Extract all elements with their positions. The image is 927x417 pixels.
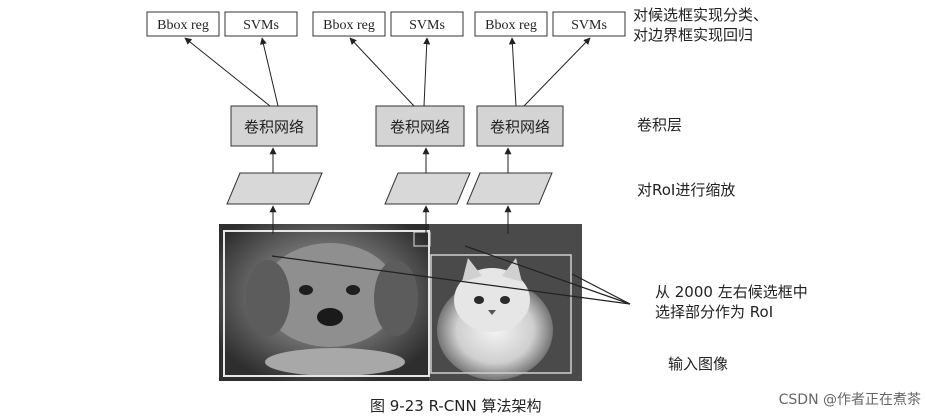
input-image-label: 输入图像 (668, 355, 729, 373)
dog-ear-right (374, 260, 418, 336)
roi-warp-3 (466, 172, 553, 205)
dog-paws (265, 348, 405, 376)
arrow (349, 37, 415, 107)
proposal-box-small (413, 231, 431, 247)
dog-eye-right (346, 285, 360, 295)
conv-to-head-arrows (184, 37, 591, 107)
bbox-reg-box (312, 11, 386, 37)
proposal-box-dog (223, 230, 430, 377)
pointer-line (464, 245, 631, 305)
proposal-box-cat (430, 254, 572, 374)
dog-eye-left (299, 285, 313, 295)
dog-ear-left (246, 260, 290, 336)
classify-annotation: 对候选框实现分类、 对边界框实现回归 (633, 5, 768, 45)
head-group-3: Bbox reg SVMs (474, 11, 626, 37)
image-to-roi-arrows (269, 205, 512, 234)
convnet-label: 卷积网络 (244, 118, 304, 136)
cat-eye-right (500, 296, 510, 304)
bbox-reg-box (146, 11, 220, 37)
classify-line-1: 对候选框实现分类、 (633, 6, 769, 24)
head-group-1: Bbox reg SVMs (146, 11, 298, 37)
cat-head (454, 268, 530, 332)
svms-label: SVMs (243, 18, 279, 33)
head-group-2: Bbox reg SVMs (312, 11, 464, 37)
input-image (219, 224, 582, 381)
roi-warp-1 (226, 172, 323, 205)
convnet-2: 卷积网络 (375, 105, 465, 147)
select-line-2: 选择部分作为 RoI (655, 303, 774, 321)
convnet-3: 卷积网络 (476, 105, 564, 147)
roi-warp-2 (384, 172, 471, 205)
convnet-box (375, 105, 465, 147)
bbox-reg-box (474, 11, 548, 37)
dog-head (262, 243, 398, 347)
select-annotation: 从 2000 左右候选框中 选择部分作为 RoI (655, 282, 808, 322)
convnet-label: 卷积网络 (490, 118, 550, 136)
roi-to-conv-arrows (269, 147, 512, 173)
arrow (523, 37, 591, 107)
convnet-label: 卷积网络 (390, 118, 450, 136)
pointer-line (571, 273, 631, 305)
figure-caption: 图 9-23 R-CNN 算法架构 (370, 397, 542, 415)
cat-ear-left (462, 258, 482, 282)
dog-nose (317, 308, 343, 326)
classify-line-2: 对边界框实现回归 (633, 26, 754, 44)
conv-layer-label: 卷积层 (637, 116, 683, 134)
arrow (184, 37, 271, 107)
convnet-box (230, 105, 318, 147)
svms-label: SVMs (409, 18, 445, 33)
bbox-reg-label: Bbox reg (157, 18, 209, 33)
convnet-1: 卷积网络 (230, 105, 318, 147)
svms-box (224, 11, 298, 37)
watermark: CSDN @作者正在煮茶 (778, 392, 921, 408)
svms-label: SVMs (571, 18, 607, 33)
bbox-reg-label: Bbox reg (323, 18, 375, 33)
pointer-line (271, 255, 631, 305)
bbox-reg-label: Bbox reg (485, 18, 537, 33)
cat-eye-left (474, 296, 484, 304)
proposal-pointer-lines (271, 245, 631, 305)
convnet-box (476, 105, 564, 147)
arrow (260, 37, 279, 107)
svms-box (552, 11, 626, 37)
cat-nose (488, 310, 496, 315)
svms-box (390, 11, 464, 37)
arrow (508, 37, 517, 107)
arrow (423, 37, 431, 107)
select-line-1: 从 2000 左右候选框中 (655, 283, 808, 301)
roi-scale-label: 对RoI进行缩放 (637, 181, 736, 199)
